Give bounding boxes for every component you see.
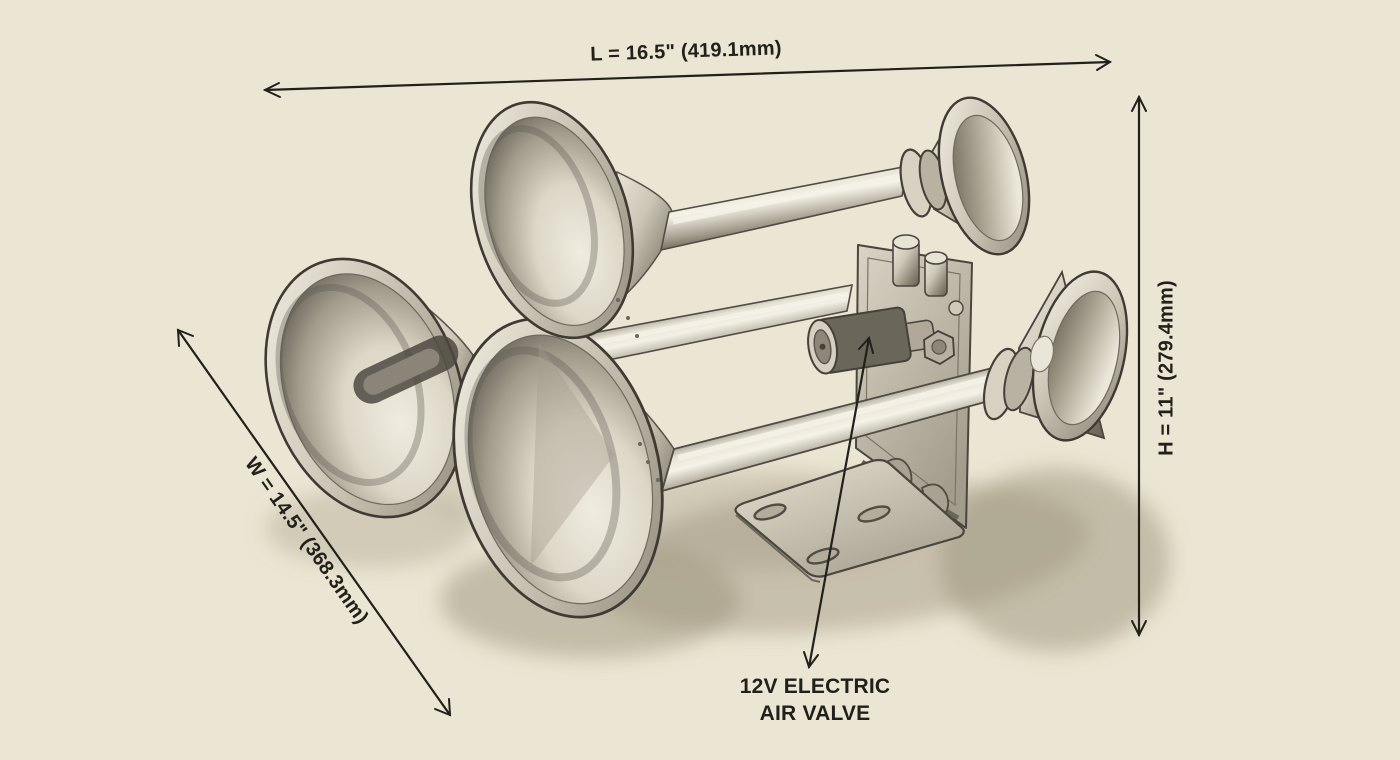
valve-callout-label: 12V ELECTRIC AIR VALVE — [740, 673, 891, 727]
height-label: H = 11" (279.4mm) — [1155, 280, 1178, 456]
air-valve — [807, 234, 964, 375]
mounting-bracket — [734, 457, 965, 583]
width-dimension-arrow — [176, 328, 452, 717]
valve-callout-line2: AIR VALVE — [759, 702, 871, 725]
valve-callout-line1: 12V ELECTRIC — [739, 675, 891, 698]
horn-bottom-bell — [452, 317, 664, 619]
length-dimension-arrow — [262, 54, 1113, 98]
horn-middle — [264, 257, 854, 519]
valve-callout-arrow — [803, 335, 874, 670]
height-dimension-arrow — [1131, 94, 1147, 638]
bell-recess — [353, 335, 459, 404]
horn-top — [469, 96, 1031, 482]
engraving-dots — [616, 298, 660, 482]
